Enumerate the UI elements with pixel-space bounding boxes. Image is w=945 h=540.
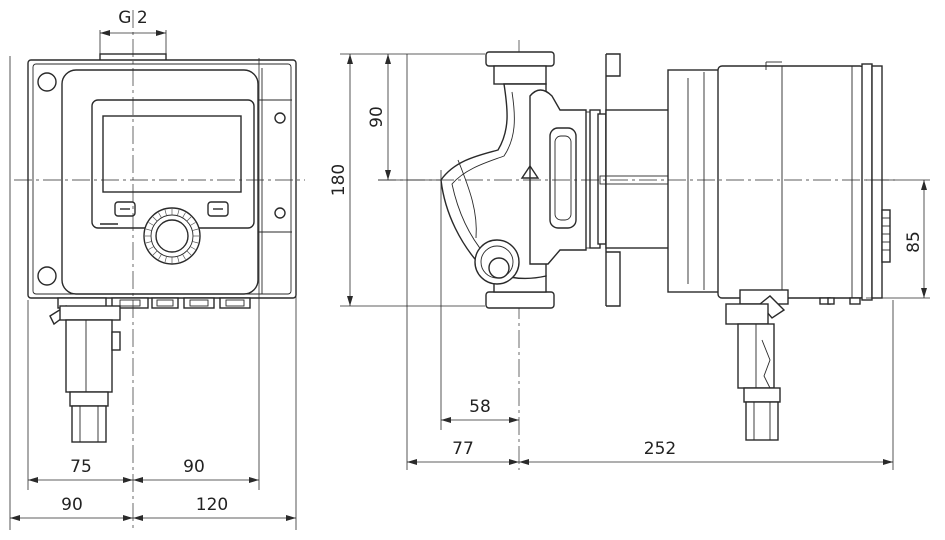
knob-tick	[190, 222, 196, 226]
knob-tick	[164, 256, 167, 263]
dim-180-label: 180	[329, 164, 349, 196]
knob-tick	[186, 250, 192, 256]
mounting-hole	[37, 266, 57, 286]
knob-tick	[148, 246, 154, 250]
motor-housing	[599, 69, 723, 293]
dim-58-label: 58	[469, 397, 491, 417]
knob-tick	[182, 254, 186, 260]
dim-90-label: 90	[183, 457, 205, 477]
knob-tick	[192, 228, 199, 231]
knob-tick	[177, 256, 180, 263]
knob-tick	[192, 241, 199, 244]
dim-252-label: 252	[644, 439, 676, 459]
knob-tick	[190, 246, 196, 250]
dim-120-label: 120	[196, 495, 228, 515]
electronic-module	[717, 61, 891, 305]
dim-90-outer-label: 90	[61, 495, 83, 515]
knob-tick	[158, 254, 162, 260]
knob-tick	[152, 250, 158, 256]
display-screen	[102, 115, 242, 193]
knob-tick	[177, 209, 180, 216]
mounting-hole	[274, 112, 286, 124]
knob-tick	[148, 222, 154, 226]
mounting-hole	[37, 72, 57, 92]
knob-tick	[164, 209, 167, 216]
knob-tick	[158, 212, 162, 218]
pump-volute	[440, 51, 607, 309]
dim-75-label: 75	[70, 457, 92, 477]
front-view: G 2	[9, 8, 305, 530]
dim-77-label: 77	[452, 439, 474, 459]
knob-tick	[152, 216, 158, 222]
dim-85-label: 85	[904, 231, 924, 253]
side-view: 180 90	[329, 40, 930, 470]
cable-glands	[57, 297, 251, 309]
cable-plug-front	[49, 305, 121, 443]
knob-tick	[186, 216, 192, 222]
knob-tick	[145, 228, 152, 231]
knob-tick	[145, 241, 152, 244]
cable-plug-side	[725, 289, 789, 441]
dim-90-vertical-label: 90	[367, 106, 387, 128]
control-knob	[143, 207, 201, 265]
knob-tick	[182, 212, 186, 218]
mounting-hole	[274, 207, 286, 219]
